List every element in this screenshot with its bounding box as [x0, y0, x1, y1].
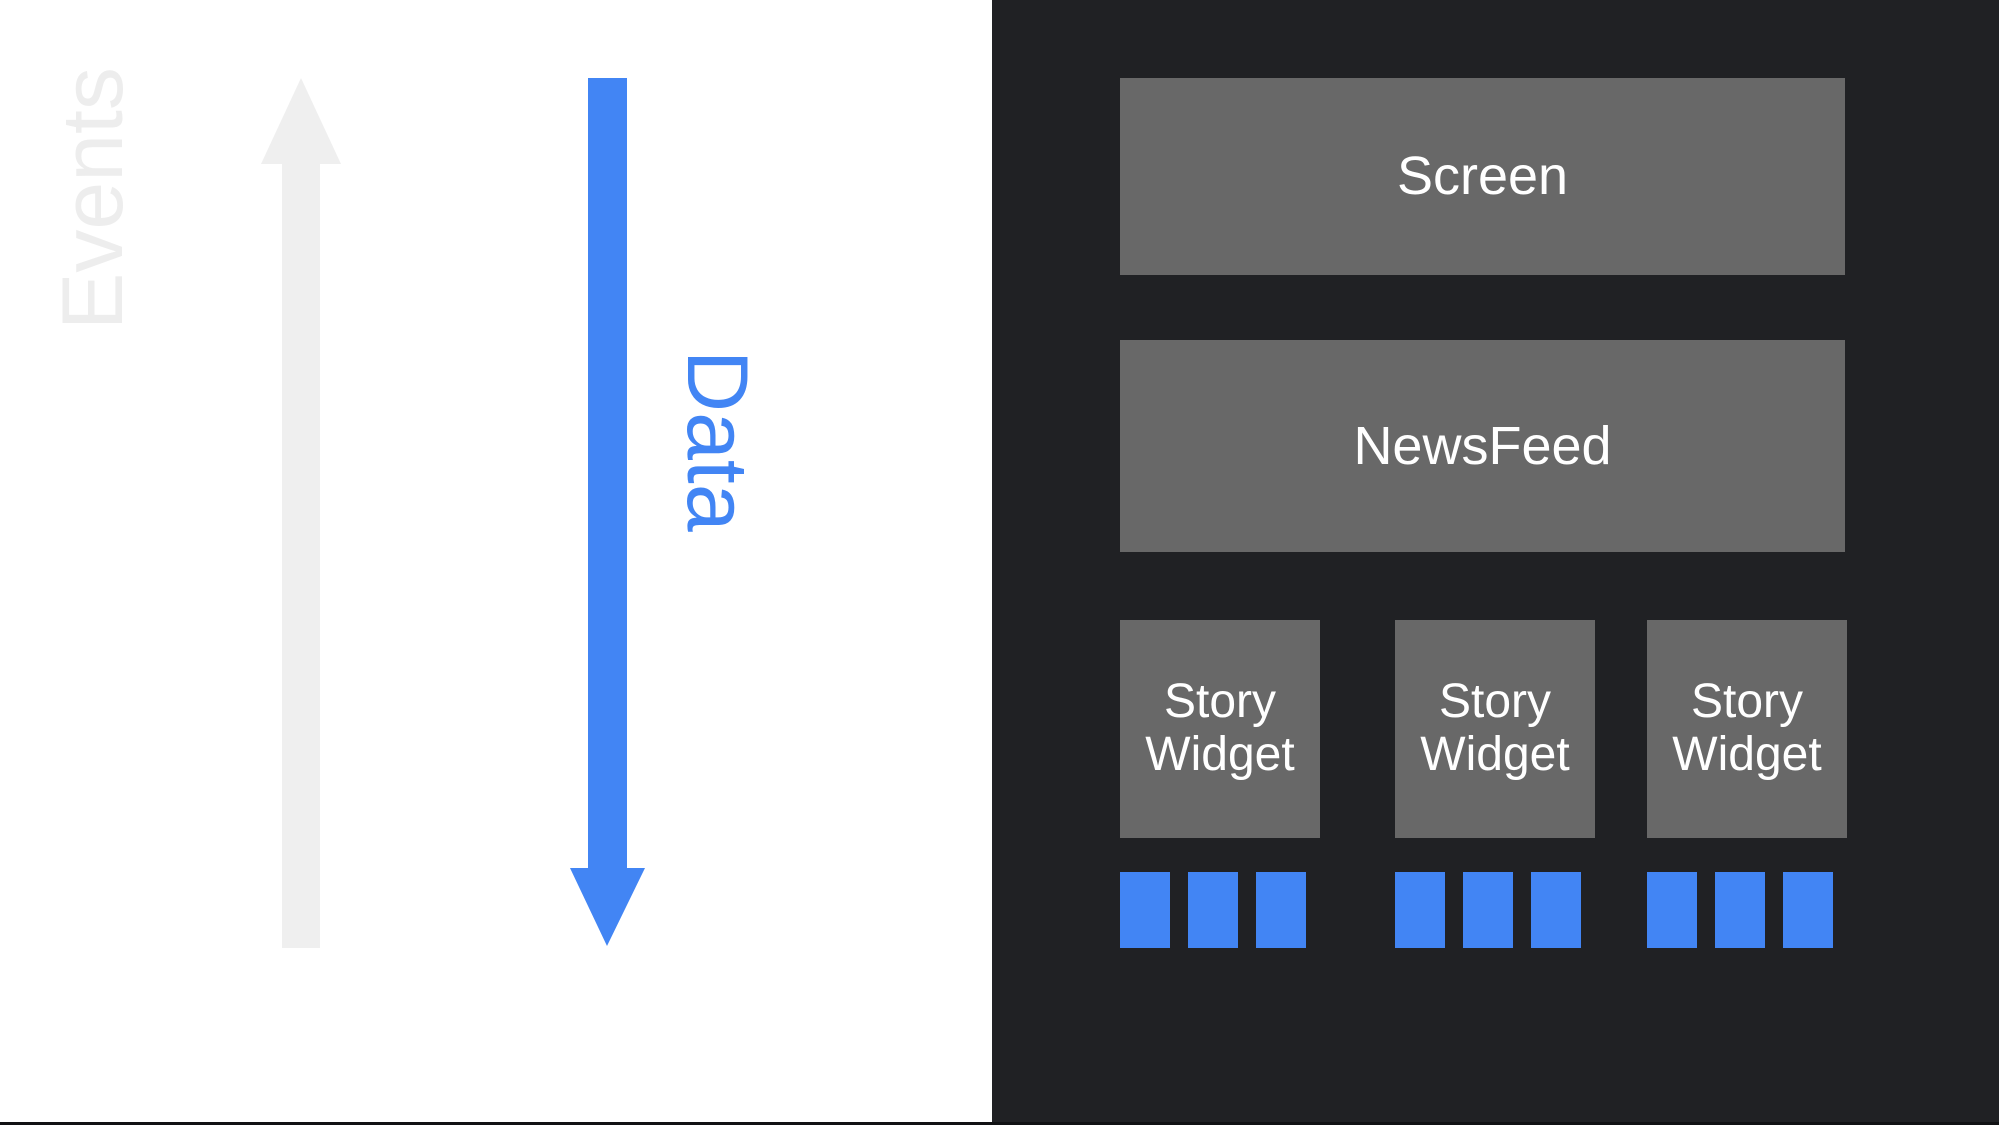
story-bar-row: [1395, 872, 1595, 948]
story-bar[interactable]: [1715, 872, 1765, 948]
story-bar[interactable]: [1463, 872, 1513, 948]
node-story-widget[interactable]: Story Widget: [1120, 620, 1320, 838]
story-widget-group: Story Widget: [1647, 620, 1847, 948]
story-bar-row: [1647, 872, 1847, 948]
story-bar[interactable]: [1395, 872, 1445, 948]
events-axis-label: Events: [45, 67, 141, 330]
story-widget-label-line1: Story: [1690, 675, 1803, 729]
story-widget-label-line2: Widget: [1145, 728, 1295, 781]
story-widget-label-line2: Widget: [1672, 728, 1822, 781]
story-bar[interactable]: [1531, 872, 1581, 948]
story-widget-label: Story Widget: [1420, 675, 1570, 782]
story-bar[interactable]: [1120, 872, 1170, 948]
data-arrow-icon: [570, 78, 645, 946]
story-widget-label: Story Widget: [1145, 675, 1295, 782]
story-widget-group: Story Widget: [1120, 620, 1320, 948]
story-bar[interactable]: [1783, 872, 1833, 948]
node-screen[interactable]: Screen: [1120, 78, 1845, 275]
node-newsfeed[interactable]: NewsFeed: [1120, 340, 1845, 552]
story-widget-label-line1: Story: [1438, 675, 1551, 729]
story-widget-label-line2: Widget: [1420, 728, 1570, 781]
component-tree-panel: Screen NewsFeed Story Widget Story Widg: [992, 0, 1999, 1122]
node-story-widget[interactable]: Story Widget: [1395, 620, 1595, 838]
flow-axes-panel: Events Data: [0, 0, 992, 1122]
node-story-widget[interactable]: Story Widget: [1647, 620, 1847, 838]
story-widget-group: Story Widget: [1395, 620, 1595, 948]
story-bar[interactable]: [1188, 872, 1238, 948]
events-arrow-icon: [261, 78, 341, 948]
story-bar[interactable]: [1256, 872, 1306, 948]
story-widget-label-line1: Story: [1163, 675, 1276, 729]
data-axis-label: Data: [669, 350, 765, 532]
story-bar-row: [1120, 872, 1320, 948]
story-bar[interactable]: [1647, 872, 1697, 948]
story-widget-label: Story Widget: [1672, 675, 1822, 782]
